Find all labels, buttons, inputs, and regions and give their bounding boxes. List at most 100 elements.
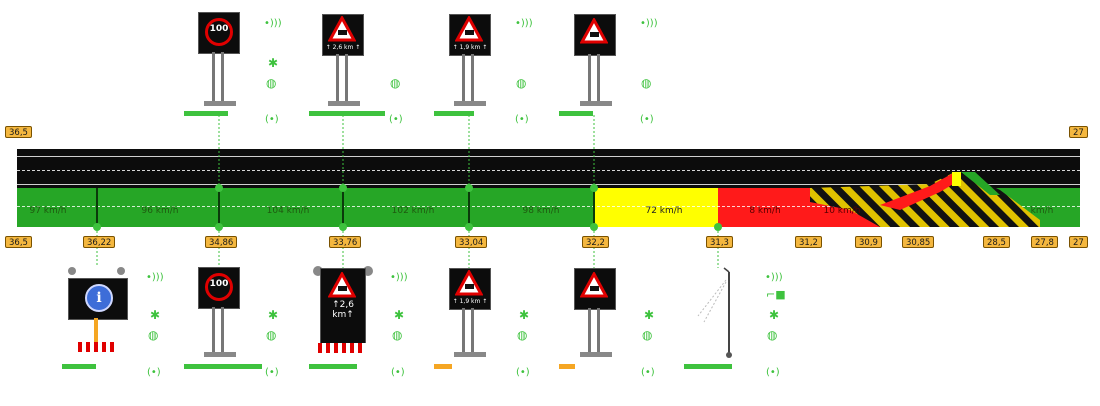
sign-distance-text: ↑ 2,6 km ↑ <box>325 44 361 51</box>
antenna-icon: (•) <box>766 367 780 378</box>
km-badge[interactable]: 36,22 <box>83 236 116 248</box>
sign-base <box>454 352 486 357</box>
globe-icon: ◍ <box>392 328 403 342</box>
bluetooth-icon: ✱ <box>394 308 405 322</box>
speed-limit-value: 100 <box>209 24 229 34</box>
km-badge[interactable]: 31,2 <box>795 236 822 248</box>
status-bar[interactable] <box>684 364 732 369</box>
status-bar[interactable] <box>309 111 385 116</box>
sensor-dot[interactable] <box>215 223 223 231</box>
speed-label: 10 km/h <box>823 206 861 216</box>
antenna-icon: (•) <box>391 367 405 378</box>
bluetooth-icon: ✱ <box>644 308 655 322</box>
km-badge-end-top[interactable]: 27 <box>1069 126 1088 138</box>
sign-base <box>328 101 360 106</box>
km-badge-start-top[interactable]: 36,5 <box>5 126 32 138</box>
segment-separator <box>218 188 220 227</box>
status-bar[interactable] <box>184 364 262 369</box>
status-bar-warning[interactable] <box>434 364 452 369</box>
km-badge[interactable]: 34,86 <box>205 236 238 248</box>
sign-post-right <box>471 308 474 353</box>
sensor-dot[interactable] <box>590 223 598 231</box>
sensor-dot[interactable] <box>714 223 722 231</box>
km-badge[interactable]: 36,5 <box>5 236 32 248</box>
sensor-dot[interactable] <box>215 184 223 192</box>
traffic-jam-warning-icon <box>580 18 608 44</box>
speed-limit-value: 100 <box>209 279 229 289</box>
traffic-jam-warning-icon <box>455 270 483 296</box>
km-badge[interactable]: 31,3 <box>706 236 733 248</box>
closure-taper-green <box>961 172 1000 195</box>
km-badge[interactable]: 27 <box>1069 236 1088 248</box>
trailer-lamp-left <box>313 266 323 276</box>
km-badge[interactable]: 33,04 <box>455 236 488 248</box>
km-badge[interactable]: 27,8 <box>1031 236 1058 248</box>
km-badge[interactable]: 30,85 <box>902 236 935 248</box>
sensor-dot[interactable] <box>465 184 473 192</box>
speed-label: 98 km/h <box>522 206 560 216</box>
sensor-dot[interactable] <box>93 223 101 231</box>
trailer-base <box>318 343 366 353</box>
speed-segment-5[interactable] <box>469 188 594 227</box>
bluetooth-icon: ✱ <box>150 308 161 322</box>
globe-icon: ◍ <box>641 76 652 90</box>
sign-base <box>580 352 612 357</box>
closure-taper-red <box>880 172 960 210</box>
speed-segment-4[interactable] <box>343 188 469 227</box>
camera-pole[interactable] <box>690 266 740 361</box>
km-badge[interactable]: 28,5 <box>983 236 1010 248</box>
status-bar-warning[interactable] <box>559 364 575 369</box>
wireless-signal-icon: •))) <box>515 18 533 29</box>
status-bar[interactable] <box>309 364 357 369</box>
sign-distance-text: ↑ 1,9 km ↑ <box>452 44 488 51</box>
speed-segment-2[interactable] <box>97 188 219 227</box>
km-badge[interactable]: 30,9 <box>855 236 882 248</box>
speed-label: 102 km/h <box>391 206 435 216</box>
sign-post-right <box>471 54 474 102</box>
speed-limit-icon <box>205 18 233 46</box>
sensor-dot[interactable] <box>590 184 598 192</box>
wireless-signal-icon: •))) <box>264 18 282 29</box>
speed-segment-7[interactable] <box>718 188 808 227</box>
sensor-dot[interactable] <box>339 223 347 231</box>
sign-post-right <box>597 54 600 102</box>
speed-segment-3[interactable] <box>219 188 343 227</box>
antenna-icon: (•) <box>641 367 655 378</box>
globe-icon: ◍ <box>516 76 527 90</box>
lane-line-bottom <box>17 206 1080 207</box>
sign-post-right <box>221 307 224 353</box>
speed-segment-1[interactable] <box>17 188 97 227</box>
status-bar[interactable] <box>62 364 96 369</box>
sensor-dot[interactable] <box>339 184 347 192</box>
closure-yellow-block <box>952 172 961 186</box>
traffic-jam-warning-icon <box>328 272 356 298</box>
sign-base <box>580 101 612 106</box>
wireless-signal-icon: •))) <box>765 272 783 283</box>
km-badge[interactable]: 32,2 <box>582 236 609 248</box>
speed-label: 104 km/h <box>266 206 310 216</box>
bluetooth-icon: ✱ <box>268 56 279 70</box>
traffic-jam-warning-icon <box>455 16 483 42</box>
status-bar[interactable] <box>559 111 593 116</box>
sign-post-left <box>336 54 339 102</box>
antenna-icon: (•) <box>389 114 403 125</box>
sign-post-right <box>597 308 600 353</box>
sensor-dot[interactable] <box>465 223 473 231</box>
globe-icon: ◍ <box>148 328 159 342</box>
segment-separator <box>342 188 344 227</box>
km-badge[interactable]: 33,76 <box>329 236 362 248</box>
segment-separator <box>96 188 98 227</box>
speed-segment-6[interactable] <box>594 188 718 227</box>
speed-limit-icon <box>205 273 233 301</box>
globe-icon: ◍ <box>642 328 653 342</box>
segment-separator <box>468 188 470 227</box>
sign-post-right <box>345 54 348 102</box>
antenna-icon: (•) <box>147 367 161 378</box>
antenna-icon: (•) <box>640 114 654 125</box>
status-bar[interactable] <box>184 111 228 116</box>
speed-label: 8 km/h <box>749 206 781 216</box>
status-bar[interactable] <box>434 111 474 116</box>
